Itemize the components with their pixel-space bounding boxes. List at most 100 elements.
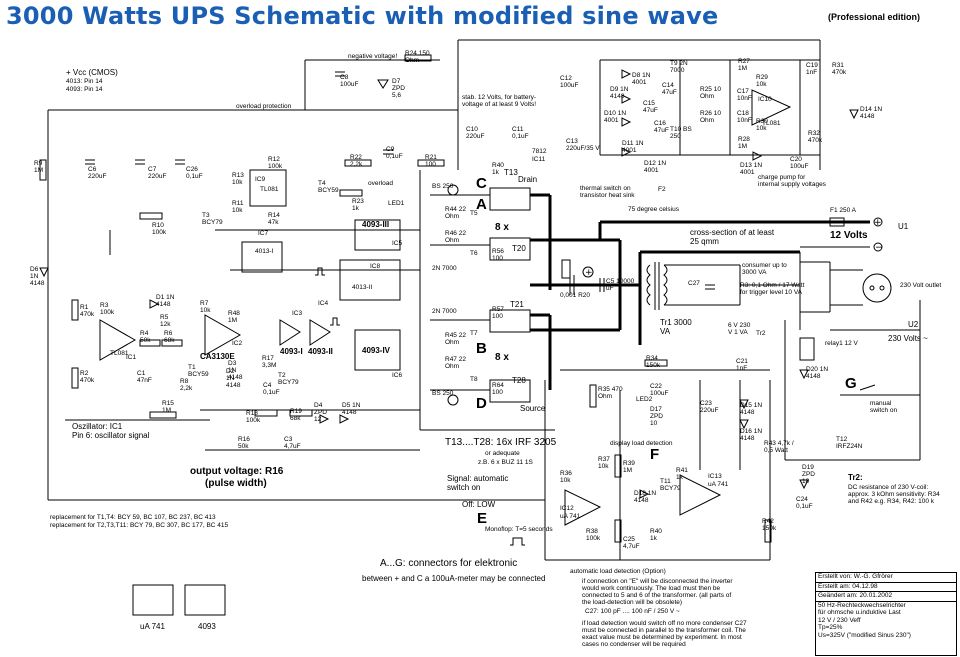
outlet-label: 230 Volt outlet	[900, 282, 942, 289]
c16-label: C16 47uF	[654, 120, 669, 134]
ic1-label: IC1	[126, 354, 137, 361]
c5-label: C5 10000 uF	[606, 278, 635, 292]
t812-label: 7812	[532, 148, 547, 155]
connector-b: B	[476, 340, 487, 357]
thermal-switch-label: thermal switch on transistor heat sink	[580, 185, 635, 199]
connector-c: C	[476, 175, 487, 192]
d3-label: D3 1N 4148	[228, 360, 243, 381]
r15-label: R15 1M	[162, 400, 174, 414]
tr2-title-label: Tr2:	[848, 473, 863, 482]
tl081-label-3: TL081	[110, 350, 129, 357]
c15-label: C15 47uF	[643, 100, 658, 114]
r34-label: R34 150k	[646, 355, 661, 369]
r3-note-label: R3: 0,1 Ohm / 17 Watt for trigger level …	[740, 282, 805, 296]
ic6-label: IC6	[392, 372, 403, 379]
title-block: Erstellt von: W.-G. Gfrörer Erstellt am:…	[815, 572, 957, 656]
vcc-label: + Vcc (CMOS)	[66, 68, 118, 77]
ic13-type-label: uA 741	[708, 481, 729, 488]
negative-voltage-label: negative voltage!	[348, 53, 398, 60]
c26-label: C26 0,1uF	[186, 166, 203, 180]
r30-label: R30 10k	[756, 118, 768, 132]
signal-auto-label: Signal: automatic switch on	[447, 474, 509, 492]
c18-label: C18 10nF	[737, 110, 752, 124]
c17-label: C17 10nF	[737, 88, 752, 102]
bs250-label-2: BS 250	[432, 390, 454, 397]
d2-label: D2 1N 4148	[226, 368, 241, 389]
c19-label: C19 1nF	[806, 62, 818, 76]
description-block: 50 Hz-Rechteckwechselrichter für ohmsche…	[816, 602, 956, 640]
d9-label: D9 1N 4148	[610, 86, 629, 100]
r17-label: R17 3,3M	[262, 355, 277, 369]
r46-label: R46 22 Ohm	[445, 230, 466, 244]
meter-note-label: between + and C a 100uA-meter may be con…	[362, 574, 546, 583]
r26-label: R26 10 Ohm	[700, 110, 721, 124]
r43-label: R43 4,7k / 0,5 Watt	[764, 440, 794, 454]
celsius-label: 75 degree celsius	[628, 206, 679, 213]
c21-label: C21 1nF	[736, 358, 748, 372]
c7-label: C7 220uF	[148, 166, 167, 180]
g4013-2-label: 4013-II	[352, 284, 373, 291]
ic3-label: IC3	[292, 310, 303, 317]
connector-g: G	[845, 375, 857, 392]
ic9-label: IC9	[255, 176, 266, 183]
ic7-label: IC7	[258, 230, 269, 237]
r20-label: 0,001 R20	[560, 292, 590, 299]
auto-detection-label: automatic load detection (Option)	[570, 568, 666, 575]
t7-label: T7	[470, 330, 478, 337]
ua741-footprint-label: uA 741	[140, 622, 165, 631]
d1-label: D1 1N 4148	[156, 294, 175, 308]
r56-label: R56 100	[492, 248, 504, 262]
r41-label: R41 1k	[676, 467, 688, 481]
r45-label: R45 22 Ohm	[445, 332, 466, 346]
connectors-note-label: A...G: connectors for elektronic	[380, 558, 518, 569]
c23-label: C23 220uF	[700, 400, 719, 414]
stab-note-label: stab. 12 Volts, for battery-voltage of a…	[462, 94, 537, 108]
vcc-4013-label: 4013: Pin 14	[66, 78, 103, 85]
connector-f: F	[650, 446, 660, 463]
t8-label: T8	[470, 376, 478, 383]
r6-label: R6 68k	[164, 330, 175, 344]
tl081-label-1: TL081	[762, 120, 781, 127]
r1-label: R1 470k	[80, 304, 95, 318]
r35-label: R35 470 Ohm	[598, 386, 623, 400]
r42-label: R42 150k	[762, 518, 777, 532]
source-label: Source	[520, 404, 546, 413]
t6-label: T6	[470, 250, 478, 257]
connector-e: E	[477, 510, 488, 527]
load-note-1-label: if connection on "E" will be disconnecte…	[582, 578, 733, 606]
r47-label: R47 22 Ohm	[445, 356, 466, 370]
t10-label: T10 BS 250	[670, 126, 692, 140]
r2-label: R2 470k	[80, 370, 95, 384]
overload-label: overload	[368, 180, 393, 187]
svg-text:+: +	[585, 268, 593, 278]
ic11-label: IC11	[532, 156, 546, 163]
r37-label: R37 10k	[598, 456, 610, 470]
d16-label: D16 1N 4148	[740, 428, 763, 442]
c24-label: C24 0,1uF	[796, 496, 813, 510]
charge-pump-label: charge pump for internal supply voltages	[758, 174, 826, 188]
tr2-text-label: DC resistance of 230 V-coil: approx. 3 k…	[848, 484, 940, 505]
overload-protection-label: overload protection	[236, 103, 292, 110]
g4093-4-label: 4093-IV	[362, 346, 391, 355]
r28-label: R28 1M	[738, 136, 750, 150]
d11-label: D11 1N 4001	[622, 140, 644, 154]
eight-x-label-1: 8 x	[495, 222, 509, 233]
ic10-label: IC10	[758, 96, 772, 103]
t5-label: T5	[470, 210, 478, 217]
twelve-volts-label: 12 Volts	[830, 230, 868, 241]
d19-label: D19 ZPD 10	[802, 464, 815, 485]
d10-label: D10 1N 4001	[604, 110, 627, 124]
page-title: 3000 Watts UPS Schematic with modified s…	[6, 2, 719, 30]
c11-label: C11 0,1uF	[512, 126, 529, 140]
f1-label: F1 250 A	[830, 207, 857, 214]
g4093-1-label: 4093-I	[280, 347, 303, 356]
r40-label: R40 1k	[492, 162, 504, 176]
off-low-label: Off: LOW	[462, 500, 496, 509]
display-load-label: display load detection	[610, 440, 673, 447]
d18-label: D18 1N 4148	[634, 490, 657, 504]
t28-label: T28	[512, 376, 526, 385]
desc-line-2: für ohmsche u.induktive Last	[818, 609, 901, 616]
load-note-2-label: if load detection would switch off no mo…	[582, 620, 747, 648]
ic8-label: IC8	[370, 263, 381, 270]
